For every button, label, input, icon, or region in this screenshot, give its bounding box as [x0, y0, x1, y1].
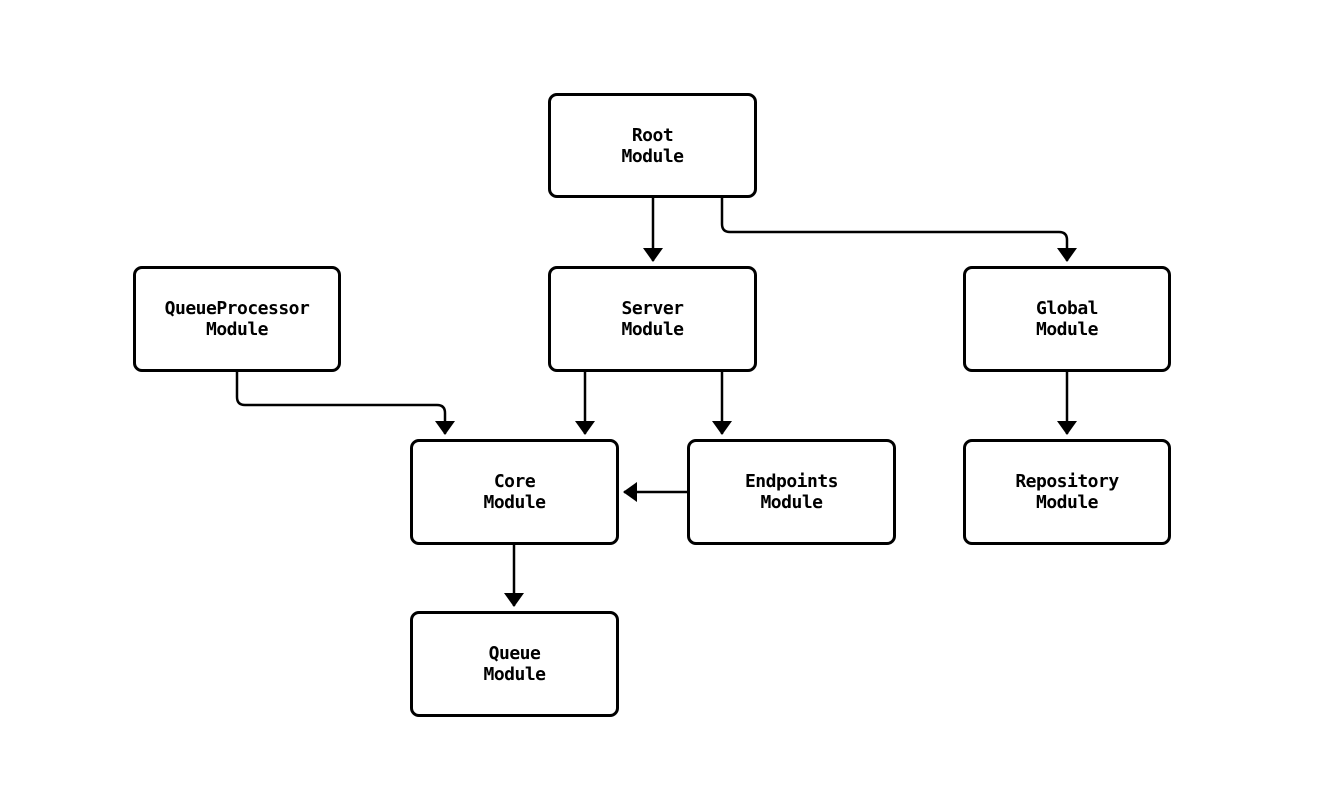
node-repository-module-label: Repository Module: [1015, 471, 1119, 513]
node-endpoints-module-label: Endpoints Module: [744, 471, 839, 513]
node-repository-module: Repository Module: [963, 439, 1171, 545]
node-queueprocessor-module-label: QueueProcessor Module: [164, 298, 310, 340]
node-endpoints-module: Endpoints Module: [687, 439, 896, 545]
node-core-module-label: Core Module: [483, 471, 546, 513]
node-queue-module-label: Queue Module: [483, 643, 546, 685]
edge-root-to-global: [720, 198, 1077, 262]
node-server-module: Server Module: [548, 266, 757, 372]
node-server-module-label: Server Module: [621, 298, 684, 340]
edge-queueprocessor-to-core: [235, 372, 455, 435]
node-core-module: Core Module: [410, 439, 619, 545]
node-queue-module: Queue Module: [410, 611, 619, 717]
node-root-module: Root Module: [548, 93, 757, 198]
node-root-module-label: Root Module: [621, 124, 684, 167]
node-global-module-label: Global Module: [1035, 298, 1099, 340]
node-global-module: Global Module: [963, 266, 1171, 372]
node-queueprocessor-module: QueueProcessor Module: [133, 266, 341, 372]
